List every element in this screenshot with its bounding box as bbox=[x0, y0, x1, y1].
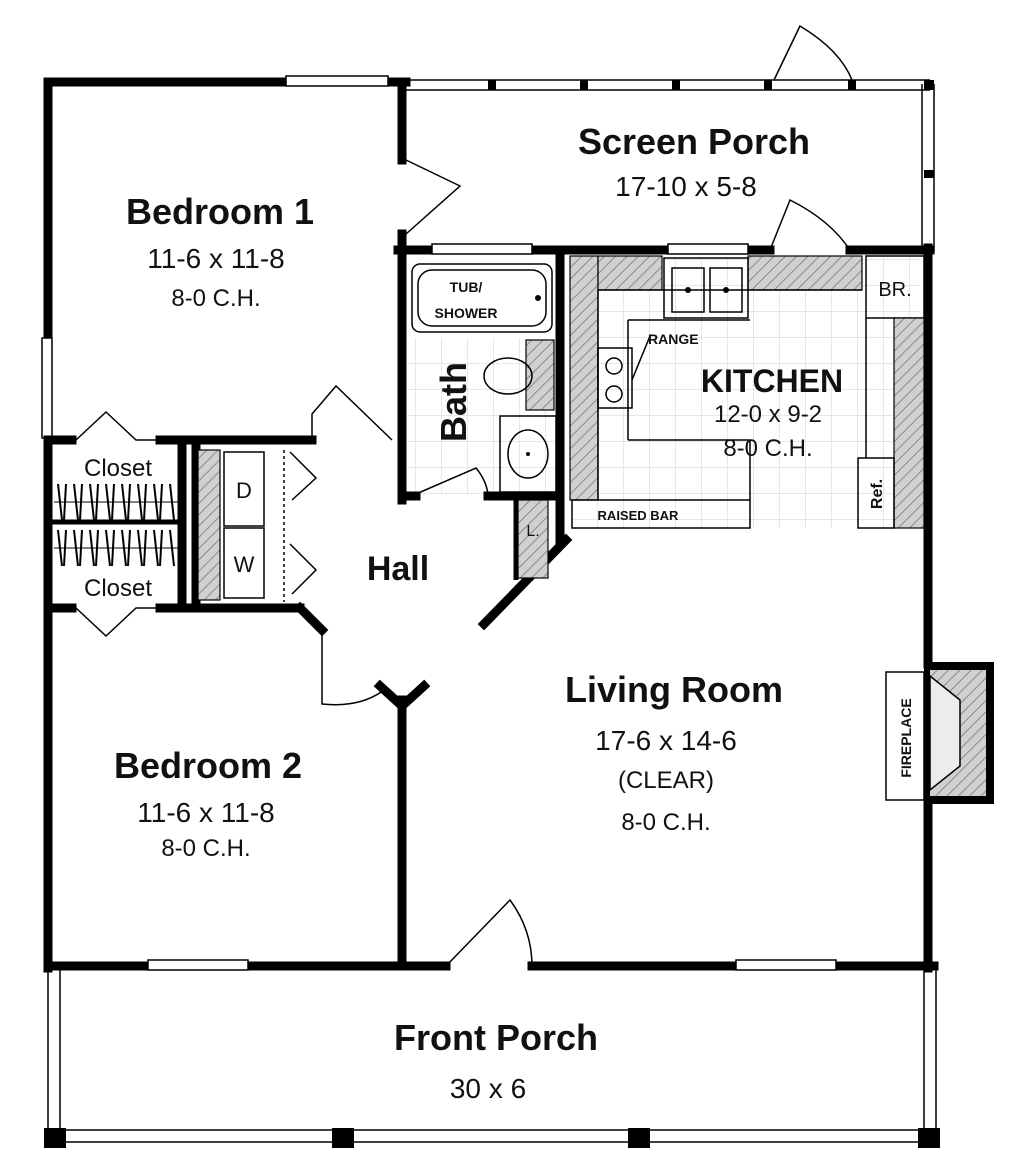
bedroom1-dim: 11-6 x 11-8 bbox=[147, 243, 284, 274]
vanity bbox=[499, 415, 557, 493]
bedroom2-name: Bedroom 2 bbox=[114, 745, 302, 786]
laundry-shelf bbox=[197, 449, 221, 601]
living-dim: 17-6 x 14-6 bbox=[595, 725, 737, 756]
window bbox=[147, 959, 249, 971]
raised-bar-label: RAISED BAR bbox=[598, 508, 680, 523]
window bbox=[431, 243, 533, 255]
tub-label-2: SHOWER bbox=[435, 305, 498, 321]
screen-porch-outline bbox=[406, 79, 935, 252]
living-name: Living Room bbox=[565, 669, 783, 710]
window bbox=[735, 959, 837, 971]
kitchen-ceiling: 8-0 C.H. bbox=[723, 435, 812, 462]
sink bbox=[507, 429, 549, 479]
fireplace-label: FIREPLACE bbox=[898, 698, 914, 777]
kitchen-tile-floor bbox=[572, 258, 920, 528]
kitchen-counter-top bbox=[597, 255, 663, 291]
fireplace bbox=[885, 662, 994, 804]
closet-clothes-top bbox=[54, 483, 180, 521]
interior-walls bbox=[43, 77, 573, 971]
bedroom2-dim: 11-6 x 11-8 bbox=[137, 797, 274, 828]
living-note: (CLEAR) bbox=[618, 767, 714, 794]
raised-bar bbox=[571, 499, 751, 529]
front-porch-dim: 30 x 6 bbox=[450, 1073, 526, 1104]
dryer-label: D bbox=[236, 478, 252, 503]
bedroom1-name: Bedroom 1 bbox=[126, 191, 314, 232]
front-porch-name: Front Porch bbox=[394, 1017, 598, 1058]
window bbox=[41, 337, 53, 439]
kitchen-sink bbox=[663, 257, 749, 319]
kitchen-name: KITCHEN bbox=[701, 363, 843, 399]
kitchen-dim: 12-0 x 9-2 bbox=[714, 401, 822, 428]
linen-closet bbox=[517, 499, 549, 579]
closet-bottom-label: Closet bbox=[84, 575, 152, 602]
ref-label: Ref. bbox=[869, 479, 886, 509]
closet-clothes-bottom bbox=[54, 529, 180, 567]
bedroom2-ceiling: 8-0 C.H. bbox=[161, 835, 250, 862]
refrigerator bbox=[857, 457, 895, 529]
porch-post bbox=[332, 1128, 354, 1148]
closet-top-label: Closet bbox=[84, 455, 152, 482]
doors bbox=[75, 24, 853, 967]
washer-label: W bbox=[234, 552, 255, 577]
broom-label: BR. bbox=[878, 279, 911, 301]
screen-porch-dim: 17-10 x 5-8 bbox=[615, 171, 757, 202]
range bbox=[597, 347, 633, 409]
front-porch-outline bbox=[44, 968, 940, 1148]
screen-porch-name: Screen Porch bbox=[578, 121, 810, 162]
porch-post bbox=[918, 1128, 940, 1148]
kitchen-counter-right bbox=[893, 317, 925, 529]
tub-shower bbox=[411, 263, 553, 333]
tub-label-1: TUB/ bbox=[450, 279, 483, 295]
hall-name: Hall bbox=[367, 550, 429, 588]
living-ceiling: 8-0 C.H. bbox=[621, 809, 710, 836]
toilet-tank bbox=[525, 339, 555, 411]
window bbox=[667, 243, 749, 255]
washer bbox=[223, 527, 265, 599]
bedroom1-ceiling: 8-0 C.H. bbox=[171, 285, 260, 312]
porch-post bbox=[628, 1128, 650, 1148]
window bbox=[285, 75, 389, 87]
dryer bbox=[223, 451, 265, 527]
kitchen-counter-left bbox=[569, 255, 599, 501]
bath-name: Bath bbox=[433, 362, 474, 442]
linen-label: L. bbox=[526, 523, 539, 540]
range-label: RANGE bbox=[648, 331, 699, 347]
porch-post bbox=[44, 1128, 66, 1148]
kitchen-counter-top-right bbox=[747, 255, 863, 291]
toilet bbox=[483, 357, 533, 395]
